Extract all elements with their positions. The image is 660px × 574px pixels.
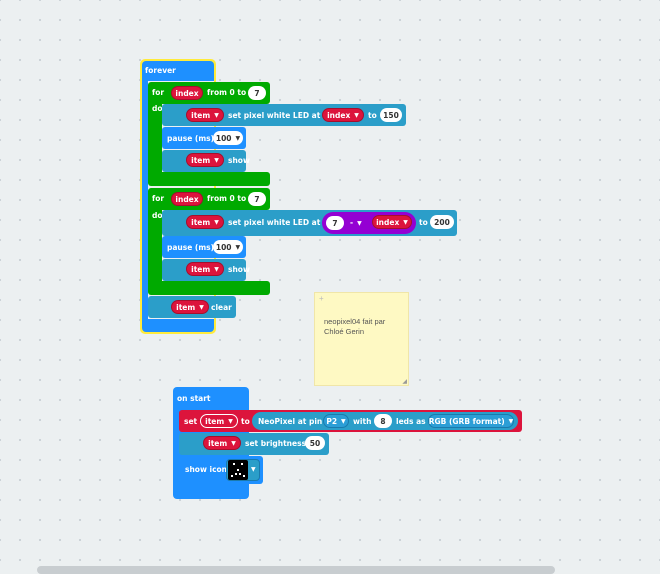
pause-2-text: pause (ms) [167, 243, 215, 252]
dropdown-caret-icon: ▼ [231, 439, 236, 447]
brightness-value[interactable]: 50 [305, 436, 325, 450]
led-face-icon [228, 460, 248, 480]
set-pixel-1-text: set pixel white LED at [228, 111, 321, 120]
set-pixel-2-item-var[interactable]: item▼ [186, 215, 224, 229]
leds-count[interactable]: 8 [374, 414, 392, 428]
horizontal-scrollbar[interactable] [37, 566, 555, 574]
with-label: with [353, 417, 372, 426]
brightness-item-var[interactable]: item▼ [203, 436, 241, 450]
dropdown-caret-icon: ▼ [354, 111, 359, 119]
math-left-value[interactable]: 7 [326, 216, 344, 230]
neopixel-label: NeoPixel at pin [258, 417, 323, 426]
set-pixel-1-value[interactable]: 150 [380, 108, 402, 122]
dropdown-caret-icon: ▼ [251, 466, 256, 473]
dropdown-caret-icon: ▼ [214, 265, 219, 273]
for-loop-1-arm [148, 104, 162, 172]
loop-1-end-value[interactable]: 7 [248, 86, 266, 100]
dropdown-caret-icon: ▼ [403, 218, 408, 226]
set-pixel-1-index-var[interactable]: index▼ [322, 108, 364, 122]
show-1-text: show [228, 156, 250, 165]
for-loop-2-bottom [148, 281, 270, 295]
set-pixel-2-value[interactable]: 200 [430, 215, 454, 229]
loop-2-end-value[interactable]: 7 [248, 192, 266, 206]
dropdown-caret-icon: ▼ [508, 417, 514, 425]
for-loop-2-arm [148, 210, 162, 282]
dropdown-caret-icon: ▼ [199, 303, 204, 311]
set-to-label: to [241, 417, 250, 426]
brightness-text: set brightness [245, 439, 307, 448]
pause-2-value[interactable]: 100▼ [213, 240, 243, 254]
set-pixel-2-to: to [419, 218, 428, 227]
do-label-2: do [152, 211, 163, 220]
set-pixel-2-text: set pixel white LED at [228, 218, 321, 227]
pause-1-value[interactable]: 100▼ [213, 131, 243, 145]
set-item-var[interactable]: item▼ [200, 414, 238, 428]
dropdown-caret-icon: ▼ [214, 156, 219, 164]
comment-marker[interactable]: + [319, 294, 324, 303]
dropdown-caret-icon: ▼ [341, 417, 346, 425]
comment-resize-icon[interactable]: ◢ [402, 378, 407, 385]
show-2-item-var[interactable]: item▼ [186, 262, 224, 276]
set-label: set [184, 417, 198, 426]
for-loop-1-bottom [148, 172, 270, 186]
dropdown-caret-icon: ▼ [214, 111, 219, 119]
do-label-1: do [152, 104, 163, 113]
icon-picker[interactable]: ▼ [226, 459, 260, 481]
clear-item-var[interactable]: item▼ [171, 300, 209, 314]
comment-note[interactable]: + neopixel04 fait par Chloé Gerin ◢ [314, 292, 409, 386]
pin-dropdown[interactable]: P2▼ [323, 414, 349, 428]
set-pixel-1-item-var[interactable]: item▼ [186, 108, 224, 122]
comment-text[interactable]: neopixel04 fait par Chloé Gerin [324, 317, 386, 336]
dropdown-caret-icon: ▼ [214, 218, 219, 226]
clear-text: clear [211, 303, 232, 312]
set-pixel-1-to: to [368, 111, 377, 120]
dropdown-caret-icon: ▼ [235, 134, 241, 142]
on-start-label: on start [177, 394, 211, 403]
for-label-2: for [152, 194, 165, 203]
mode-dropdown[interactable]: RGB (GRB format)▼ [428, 414, 514, 428]
from-to-label-1: from 0 to [207, 88, 247, 97]
for-label-1: for [152, 88, 165, 97]
show-icon-text: show icon [185, 465, 228, 474]
math-operator[interactable]: -▼ [350, 218, 362, 227]
dropdown-caret-icon: ▼ [228, 417, 233, 425]
forever-label: forever [145, 66, 176, 75]
show-1-item-var[interactable]: item▼ [186, 153, 224, 167]
pause-1-text: pause (ms) [167, 134, 215, 143]
loop-1-var-index[interactable]: index [171, 86, 203, 100]
dropdown-caret-icon: ▼ [357, 220, 362, 227]
loop-2-var-index[interactable]: index [171, 192, 203, 206]
set-pixel-2-index-var[interactable]: index▼ [372, 215, 412, 229]
dropdown-caret-icon: ▼ [235, 243, 241, 251]
show-2-text: show [228, 265, 250, 274]
leds-as-label: leds as [396, 417, 426, 426]
from-to-label-2: from 0 to [207, 194, 247, 203]
